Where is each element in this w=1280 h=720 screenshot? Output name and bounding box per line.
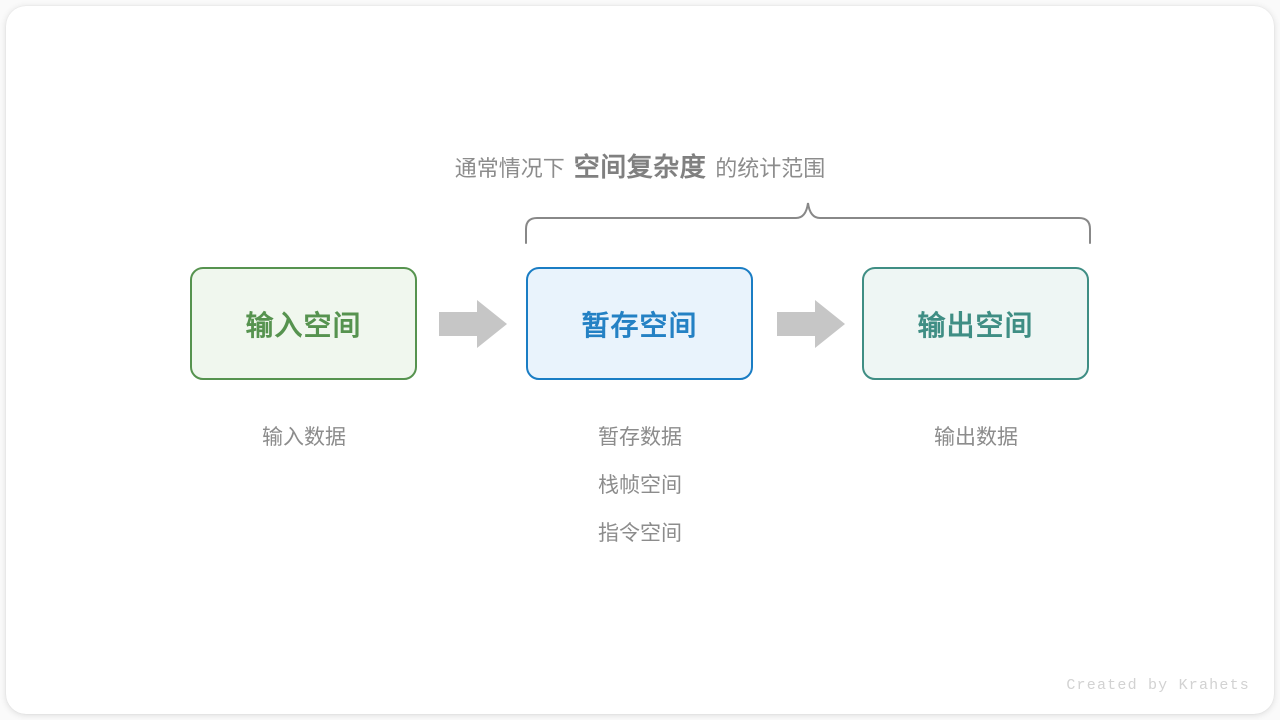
caption-line: 输入数据	[262, 426, 346, 449]
scope-brace	[515, 195, 1101, 251]
box-input-space[interactable]: 输入空间	[190, 267, 417, 380]
title-lead-text: 通常情况下	[454, 156, 565, 181]
box-temp-space-label: 暂存空间	[581, 309, 698, 341]
box-input-space-label: 输入空间	[245, 309, 362, 341]
caption-line: 栈帧空间	[598, 474, 682, 497]
credit-text: Created by Krahets	[1066, 677, 1250, 694]
box-output-space[interactable]: 输出空间	[862, 267, 1089, 380]
caption-line: 指令空间	[598, 522, 682, 545]
box-output-space-label: 输出空间	[917, 309, 1034, 341]
caption-line: 输出数据	[934, 426, 1018, 449]
arrow-temp-to-output-icon	[777, 300, 845, 348]
caption-temp-space: 暂存数据 栈帧空间 指令空间	[510, 414, 770, 558]
title-trailing-text: 的统计范围	[715, 156, 826, 181]
diagram-title: 通常情况下空间复杂度的统计范围	[0, 148, 1280, 188]
caption-output-space: 输出数据	[846, 414, 1106, 462]
caption-line: 暂存数据	[598, 426, 682, 449]
box-temp-space[interactable]: 暂存空间	[526, 267, 753, 380]
arrow-input-to-temp-icon	[439, 300, 507, 348]
title-emphasis-text: 空间复杂度	[573, 152, 707, 182]
caption-input-space: 输入数据	[174, 414, 434, 462]
